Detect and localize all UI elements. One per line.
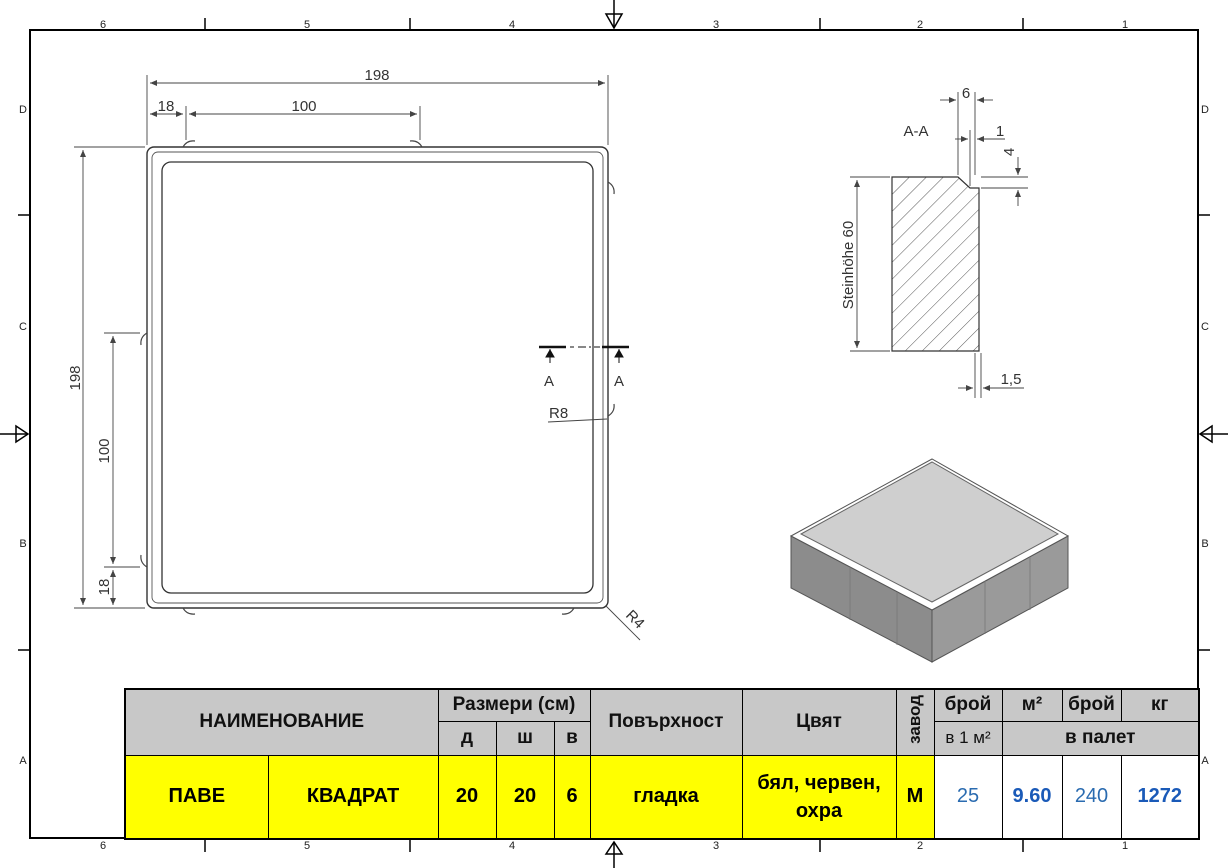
svg-text:1: 1 <box>1122 840 1128 852</box>
row-color-line-1: бял, червен, <box>757 771 881 794</box>
row-surface: гладка <box>589 754 743 840</box>
svg-text:6: 6 <box>100 840 106 852</box>
svg-text:A: A <box>1201 755 1209 767</box>
section-mark-right: A <box>614 373 624 390</box>
header-name: НАИМЕНОВАНИЕ <box>124 688 439 756</box>
paver-top-face <box>161 161 594 594</box>
left-dimensions <box>74 146 145 609</box>
isometric-paver <box>789 458 1070 663</box>
section-view: A-A 6 1 4 Steinhöhe 60 1,5 <box>840 85 1028 398</box>
section-height-label: Steinhöhe 60 <box>840 221 857 309</box>
dim-section-top: 6 <box>962 85 970 102</box>
paver-top <box>799 461 1060 603</box>
row-plant: М <box>895 754 935 840</box>
row-m2-per-pallet: 9.60 <box>1001 754 1063 840</box>
svg-text:2: 2 <box>917 840 923 852</box>
header-per-m2: в 1 м² <box>933 720 1003 756</box>
row-color-line-2: охра <box>795 799 843 822</box>
paver-chamfer-line <box>151 151 604 604</box>
dim-edge-offset-top: 18 <box>158 98 175 115</box>
header-m2: м² <box>1001 688 1063 722</box>
row-color: бял, червен, охра <box>741 754 897 840</box>
section-line <box>539 345 629 363</box>
svg-text:6: 6 <box>100 19 106 31</box>
dim-section-chamfer-height: 4 <box>1001 148 1018 156</box>
header-count: брой <box>933 688 1003 722</box>
header-plant: завод <box>905 694 924 744</box>
svg-text:A: A <box>19 755 27 767</box>
row-per-m2: 25 <box>933 754 1003 840</box>
svg-text:C: C <box>1201 321 1209 333</box>
svg-text:1: 1 <box>1122 19 1128 31</box>
dim-section-bottom: 1,5 <box>1001 371 1022 388</box>
header-plant-cell: завод <box>895 688 935 756</box>
svg-text:4: 4 <box>509 19 515 31</box>
dim-overall-height: 198 <box>67 365 84 390</box>
svg-text:2: 2 <box>917 19 923 31</box>
dim-spacer-height-left: 100 <box>96 438 113 463</box>
row-count-per-pallet: 240 <box>1061 754 1122 840</box>
spec-table: НАИМЕНОВАНИЕ Размери (см) Повърхност Цвя… <box>124 688 1200 840</box>
svg-text:C: C <box>19 321 27 333</box>
svg-text:B: B <box>19 538 26 550</box>
section-hatched-profile <box>891 176 980 352</box>
header-surface: Повърхност <box>589 688 743 756</box>
zone-labels: 6 5 4 3 2 1 6 5 4 3 2 1 D C B A D C B A <box>19 19 1209 852</box>
svg-text:5: 5 <box>304 19 310 31</box>
plan-view: 198 18 100 198 100 18 A A R8 <box>67 67 648 641</box>
header-width: ш <box>495 720 555 756</box>
radius-inner-label: R8 <box>549 405 568 422</box>
paver-outline <box>146 146 609 609</box>
radius-corner-label: R4 <box>622 607 648 633</box>
top-dimensions <box>146 75 609 145</box>
header-per-pallet: в палет <box>1001 720 1200 756</box>
svg-text:D: D <box>19 104 27 116</box>
dim-overall-width: 198 <box>364 67 389 84</box>
row-name-1: ПАВЕ <box>124 754 269 840</box>
row-kg-per-pallet: 1272 <box>1120 754 1200 840</box>
row-height: 6 <box>553 754 591 840</box>
dim-edge-offset-left: 18 <box>96 579 113 596</box>
svg-text:3: 3 <box>713 840 719 852</box>
svg-text:3: 3 <box>713 19 719 31</box>
header-height: в <box>553 720 591 756</box>
svg-text:4: 4 <box>509 840 515 852</box>
header-pallet-count: брой <box>1061 688 1122 722</box>
dim-spacer-width-top: 100 <box>291 98 316 115</box>
frame-ticks <box>18 18 1210 852</box>
header-kg: кг <box>1120 688 1200 722</box>
row-length: 20 <box>437 754 497 840</box>
header-color: Цвят <box>741 688 897 756</box>
row-name-2: КВАДРАТ <box>267 754 439 840</box>
dim-section-chamfer: 1 <box>996 123 1004 140</box>
header-dimensions: Размери (см) <box>437 688 591 722</box>
svg-text:B: B <box>1201 538 1208 550</box>
header-length: д <box>437 720 497 756</box>
section-mark-left: A <box>544 373 554 390</box>
svg-text:D: D <box>1201 104 1209 116</box>
row-width: 20 <box>495 754 555 840</box>
spacer-nubs <box>140 140 615 615</box>
section-title: A-A <box>903 123 928 140</box>
svg-text:5: 5 <box>304 840 310 852</box>
